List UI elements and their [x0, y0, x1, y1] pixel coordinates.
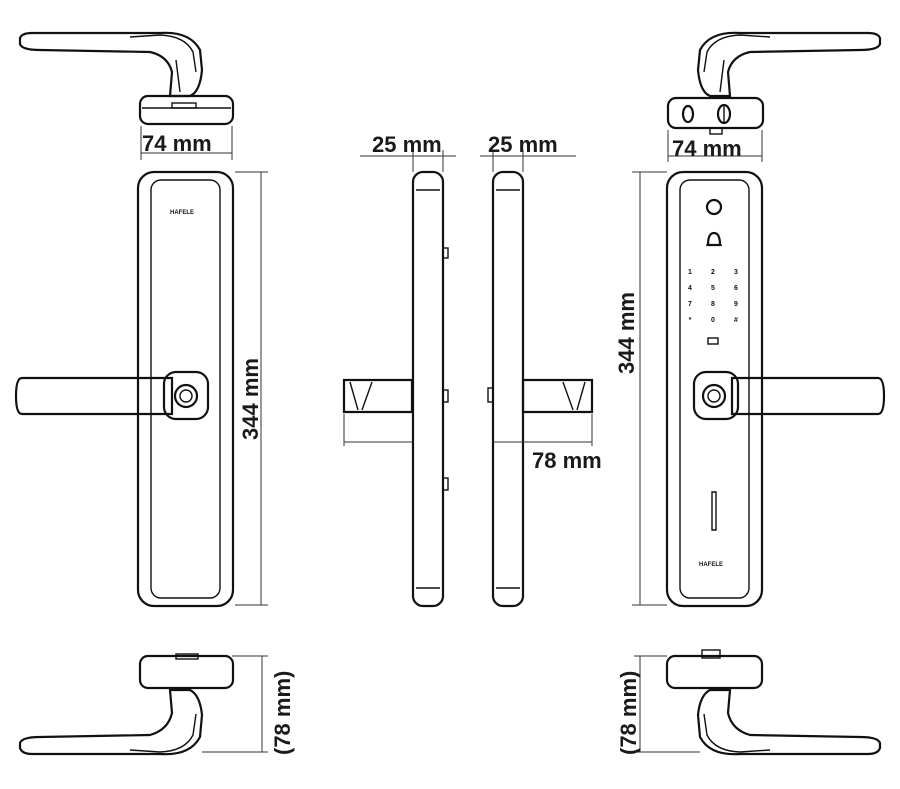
keypad-key: 0 [711, 317, 715, 324]
keypad-key: * [689, 317, 692, 324]
front-left-brand-logo: HAFELE [170, 210, 194, 216]
top-left-width-label: 74 mm [142, 131, 212, 156]
side-left-panel: 25 mm [342, 132, 456, 608]
keypad: 1 2 3 4 5 6 7 8 9 * 0 # [688, 269, 738, 324]
keypad-logo-icon [707, 337, 719, 345]
top-left-handle-view: 74 mm [18, 31, 235, 160]
keypad-key: 6 [734, 285, 738, 292]
side-left-thickness-label: 25 mm [372, 132, 442, 157]
front-right-brand-logo: HAFELE [699, 562, 723, 568]
bottom-left-projection-label: (78 mm) [270, 671, 295, 755]
front-left-panel: HAFELE 344 mm [14, 170, 268, 608]
front-left-height-label: 344 mm [238, 358, 263, 440]
card-reader-icon [711, 491, 717, 531]
fingerprint-sensor-icon [705, 198, 723, 216]
keypad-key: 5 [711, 285, 715, 292]
handle-projection-label: 78 mm [532, 448, 602, 473]
top-right-handle-view: 74 mm [666, 31, 882, 162]
bottom-right-handle-view: (78 mm) [616, 649, 882, 756]
side-right-thickness-label: 25 mm [488, 132, 558, 157]
keypad-key: # [734, 317, 738, 324]
keypad-key: 1 [688, 269, 692, 276]
front-right-panel: 1 2 3 4 5 6 7 8 9 * 0 # HAFELE 344 mm [614, 170, 886, 608]
side-right-panel: 25 mm 78 mm [480, 132, 602, 608]
keypad-key: 7 [688, 301, 692, 308]
bottom-left-handle-view: (78 mm) [18, 653, 295, 756]
front-right-height-label: 344 mm [614, 292, 639, 374]
top-right-width-label: 74 mm [672, 136, 742, 161]
keypad-key: 9 [734, 301, 738, 308]
doorbell-icon [706, 231, 722, 247]
keypad-key: 3 [734, 269, 738, 276]
keypad-key: 4 [688, 285, 692, 292]
keypad-key: 8 [711, 301, 715, 308]
bottom-right-projection-label: (78 mm) [616, 671, 641, 755]
keypad-key: 2 [711, 269, 715, 276]
